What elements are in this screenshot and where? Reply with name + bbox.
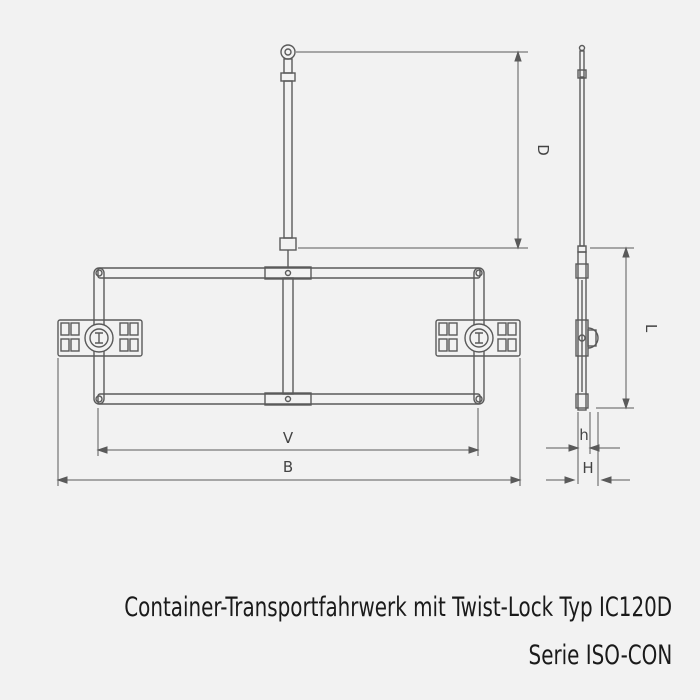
side-suspension — [577, 44, 587, 253]
frame — [93, 266, 485, 406]
dimension-b — [56, 358, 522, 486]
dimension-h-small-label: h — [579, 426, 589, 444]
product-series: Serie ISO-CON — [528, 640, 672, 671]
front-view: D V B — [56, 44, 552, 486]
dimension-h-large-label: H — [582, 459, 593, 477]
dimension-h-large — [546, 412, 630, 486]
dimension-v-label: V — [283, 429, 294, 447]
dimension-l — [590, 246, 634, 410]
dimension-d-label: D — [534, 144, 552, 156]
right-roller-unit — [435, 319, 521, 357]
suspension-bar — [279, 44, 297, 268]
left-roller-unit — [57, 319, 143, 357]
dimension-h-small — [546, 412, 620, 484]
dimension-l-label: L — [642, 324, 660, 333]
dimension-d — [296, 50, 528, 250]
dimension-v — [96, 408, 480, 456]
side-roller — [575, 319, 599, 357]
dimension-b-label: B — [283, 458, 293, 476]
side-view: L h H — [546, 44, 660, 486]
side-frame — [575, 251, 589, 411]
product-title: Container-Transportfahrwerk mit Twist-Lo… — [124, 592, 672, 623]
